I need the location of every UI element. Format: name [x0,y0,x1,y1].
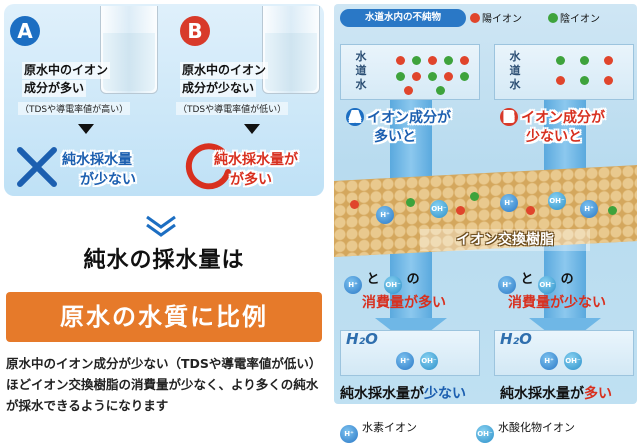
glass-a-image [100,6,158,94]
hydrogen-ion-icon: H⁺ [580,200,598,218]
down-triangle-icon [244,124,260,134]
case-b-badge: B [180,16,210,46]
hydroxide-ion-icon: OH⁻ [420,352,438,370]
circle-mark-icon [185,143,231,190]
case-b-consumption-text: 消費量が少ない [508,295,606,311]
case-b-tds-note: （TDSや導電率値が低い） [176,102,289,115]
case-b-result-line2: が多い [230,172,272,188]
case-b-yield-text: 純水採水量が多い [500,386,612,402]
anion-icon [470,192,479,201]
case-a-result-line2: が少ない [80,172,136,188]
hydroxide-ion-icon: OH⁻ [564,352,582,370]
anion-icon [406,198,415,207]
anion-icon [444,56,453,65]
glass-b-image [262,6,320,94]
hydroxide-ion-legend: OH⁻水酸化物イオン [476,419,575,443]
cation-icon [412,72,421,81]
anion-icon [436,86,445,95]
case-b-source-line1: 原水中のイオン [180,62,269,79]
resin-label: イオン交換樹脂 [420,229,590,251]
cation-icon [428,56,437,65]
description-text: 原水中のイオン成分が少ない（TDSや導電率値が低い）ほどイオン交換樹脂の消費量が… [6,356,322,413]
case-a-tds-note: （TDSや導電率値が高い） [18,102,131,115]
case-a-consumption-ions: H⁺ と OH⁻ の [344,268,420,294]
h2o-label-b: H₂O [500,330,532,348]
hydroxide-ion-icon: OH⁻ [430,200,448,218]
hydrogen-ion-icon: H⁺ [540,352,558,370]
case-a-ion-line2: 多いと [374,129,416,145]
proportional-banner: 原水の水質に比例 [6,292,322,342]
tap-water-label-a: 水道水 [355,50,367,91]
hydrogen-ion-icon: H⁺ [344,276,362,294]
hydroxide-ion-icon: OH⁻ [548,192,566,210]
down-triangle-icon [78,124,94,134]
hydrogen-ion-icon: H⁺ [500,194,518,212]
tap-water-box-b [494,44,634,100]
case-a-result-line1: 純水採水量 [62,152,132,168]
cross-icon [17,147,57,187]
case-a-yield-text: 純水採水量が少ない [340,386,466,402]
hydrogen-ion-icon: H⁺ [396,352,414,370]
cation-icon [460,56,469,65]
anion-icon [460,72,469,81]
case-a-source-line1: 原水中のイオン [22,62,111,79]
hydroxide-ion-icon: OH⁻ [384,276,403,294]
cation-icon [350,200,359,209]
case-b-ion-line2: 少ないと [526,129,582,145]
hydroxide-ion-icon: OH⁻ [476,425,494,443]
anion-icon [412,56,421,65]
anion-legend: 陰イオン [548,10,600,25]
cation-icon [404,86,413,95]
cation-icon [556,76,565,85]
cation-icon [456,206,465,215]
hydrogen-ion-icon: H⁺ [498,276,516,294]
hydrogen-ion-icon: H⁺ [340,425,358,443]
h2o-label-a: H₂O [346,330,378,348]
anion-icon [396,72,405,81]
case-a-source-line2: 成分が多い [22,80,87,97]
cation-icon [526,206,535,215]
case-b-consumption-ions: H⁺ と OH⁻ の [498,268,574,294]
case-b-result-line1: 純水採水量が [214,152,298,168]
cation-dot-icon [470,13,480,23]
hydrogen-ion-icon: H⁺ [376,206,394,224]
hydrogen-ion-legend: H⁺水素イオン [340,419,417,443]
double-chevron-down-icon [146,215,176,237]
cation-legend: 陽イオン [470,10,522,25]
anion-icon [556,56,565,65]
anion-icon [428,72,437,81]
headline: 純水の採水量は [83,248,245,273]
anion-dot-icon [548,13,558,23]
anion-icon [580,56,589,65]
cation-icon [604,56,613,65]
anion-icon [608,206,617,215]
hydroxide-ion-icon: OH⁻ [538,276,557,294]
cation-icon [604,76,613,85]
case-a-consumption-text: 消費量が多い [362,295,446,311]
pure-water-box-b [494,330,634,376]
cation-icon [444,72,453,81]
case-a-badge: A [10,16,40,46]
case-b-source-line2: 成分が少ない [180,80,257,97]
impurities-legend-title: 水道水内の不純物 [340,9,466,27]
cation-icon [396,56,405,65]
anion-icon [580,76,589,85]
tap-water-label-b: 水道水 [509,50,521,91]
comparison-panel: A 原水中のイオン 成分が多い （TDSや導電率値が高い） 純水採水量 が少ない… [4,4,324,196]
